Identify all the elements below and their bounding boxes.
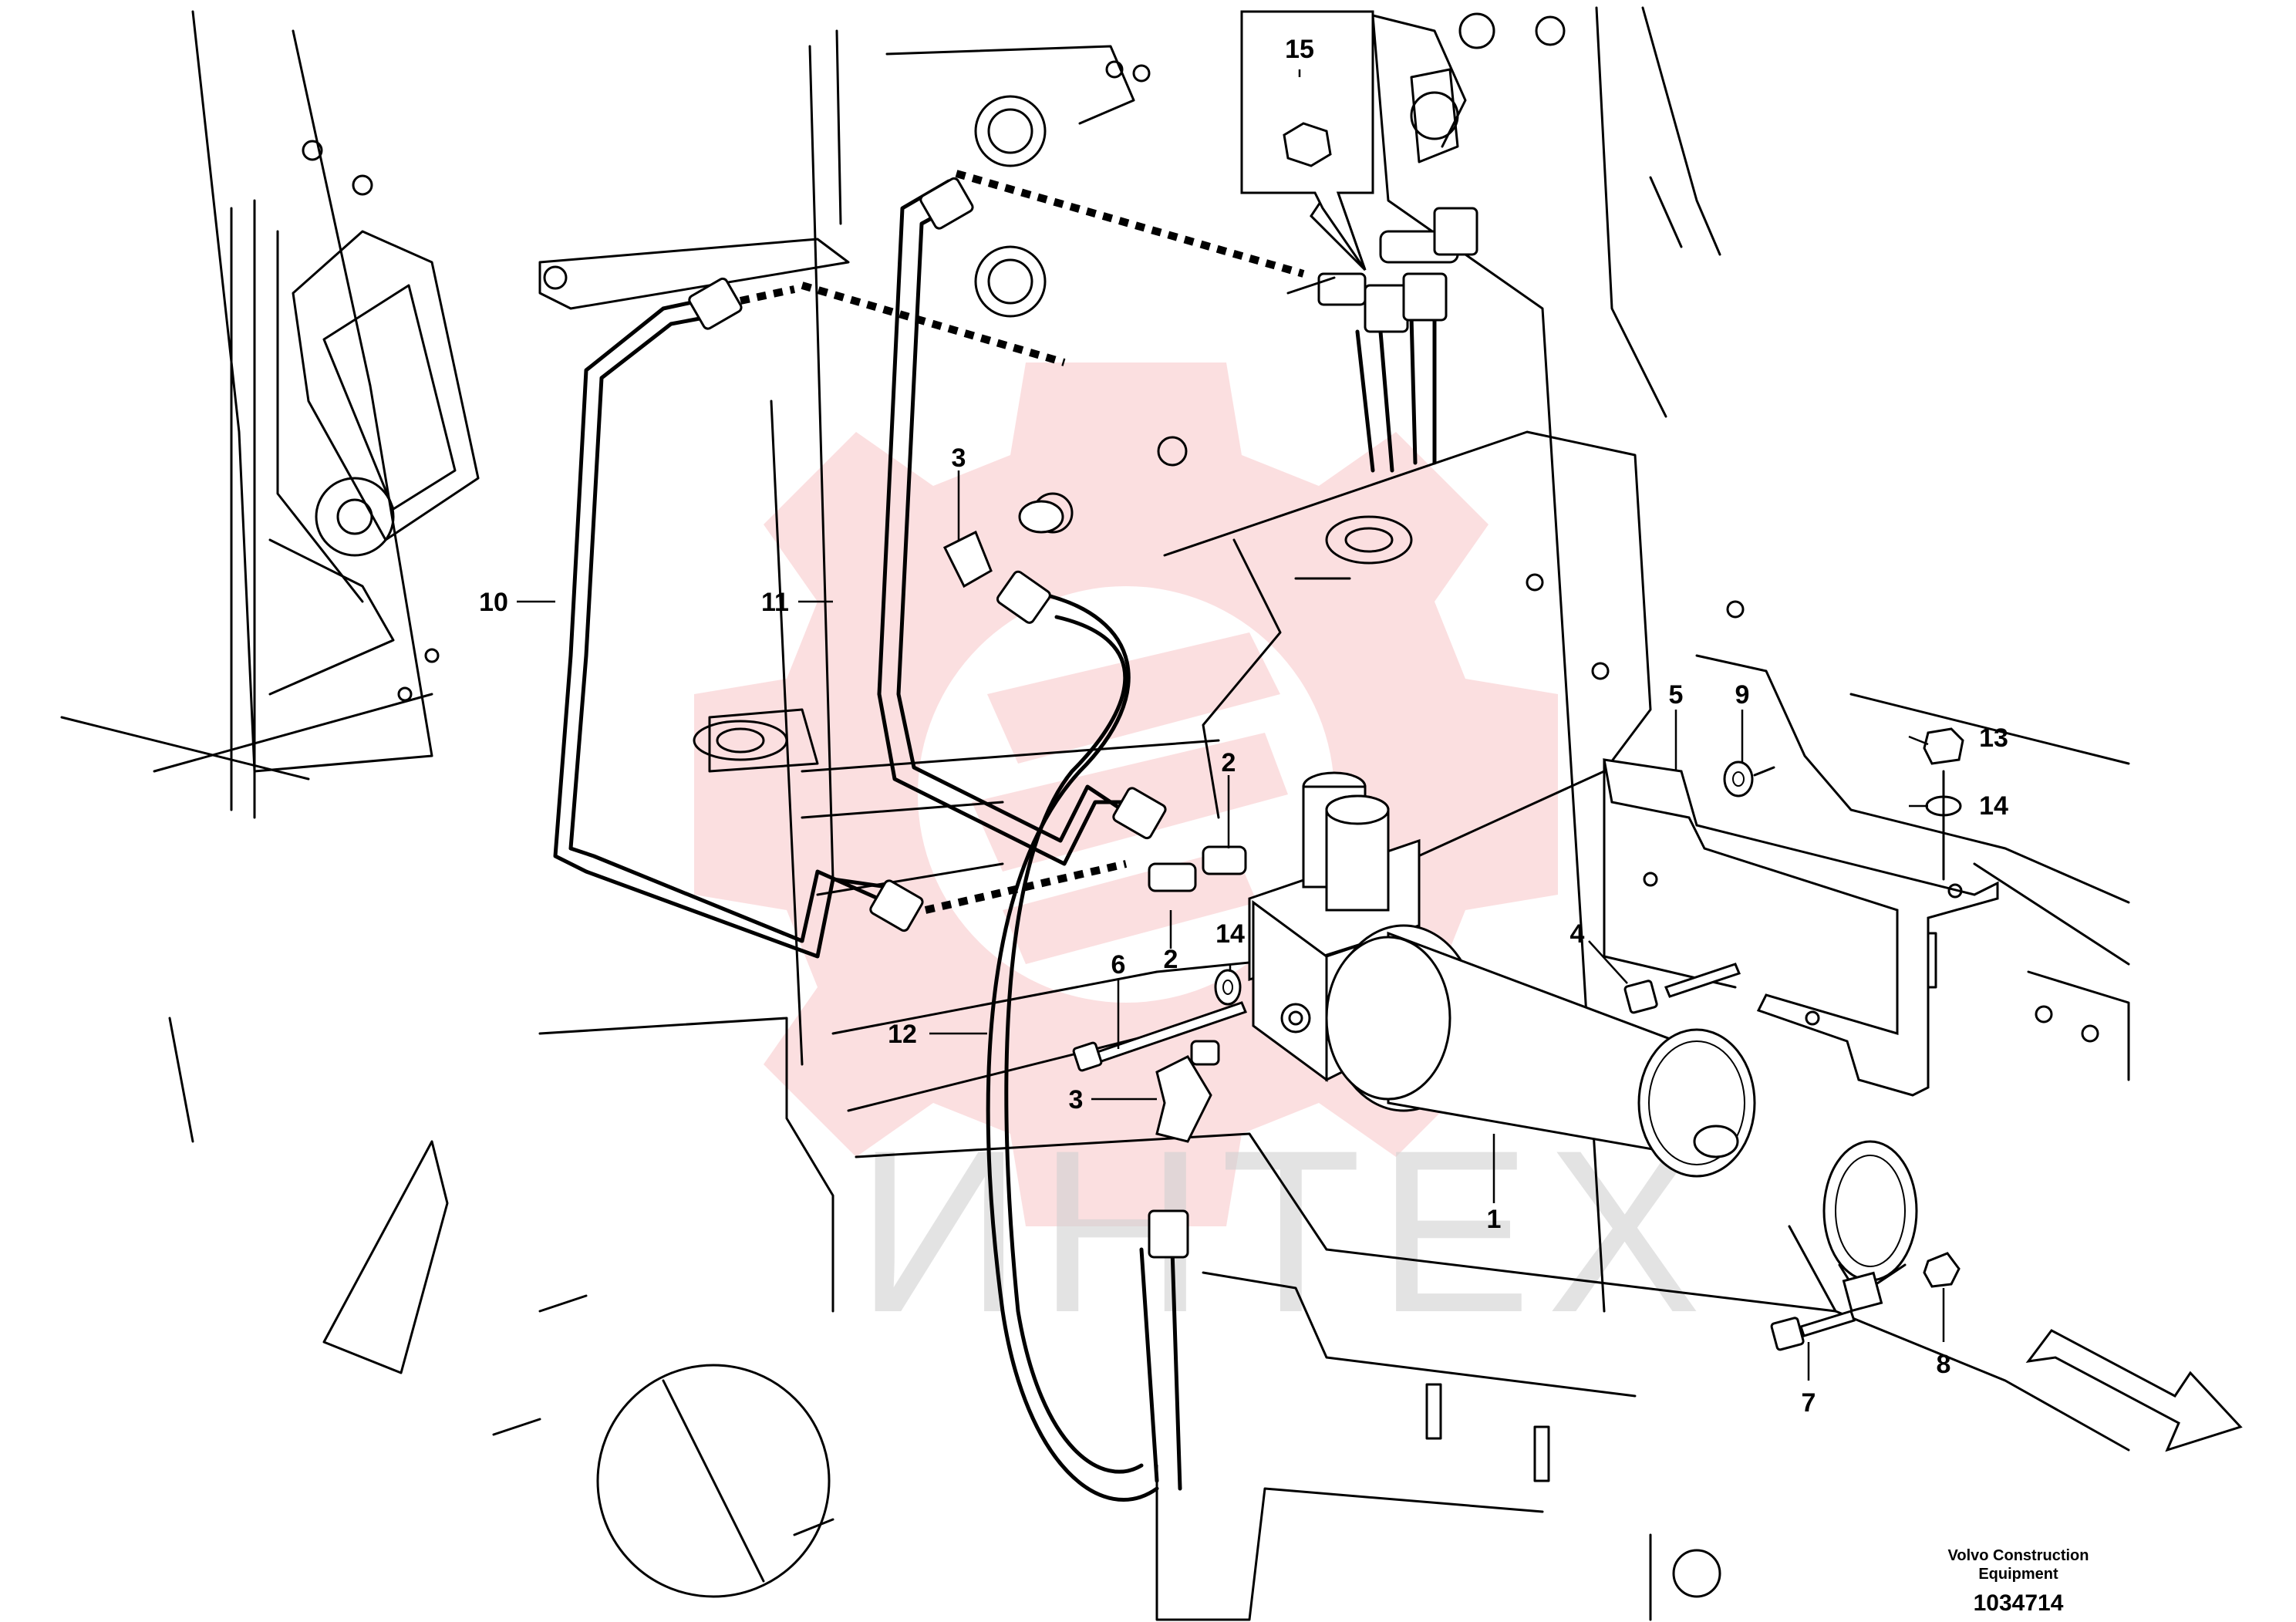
bracket-5 <box>1603 758 1999 1097</box>
callout-12: 12 <box>888 1020 917 1049</box>
direction-arrow <box>2025 1329 2243 1452</box>
footer: Volvo Construction Equipment 1034714 <box>1948 1547 2089 1616</box>
callout-14-right: 14 <box>1979 791 2008 821</box>
hose-top-right <box>1355 314 1437 473</box>
footer-drawing-number: 1034714 <box>1974 1590 2064 1616</box>
callout-15: 15 <box>1285 35 1314 64</box>
small-parts <box>942 500 1964 1351</box>
callout-13: 13 <box>1979 723 2008 753</box>
callout-7: 7 <box>1802 1388 1816 1418</box>
callout-2-lower: 2 <box>1164 945 1178 974</box>
callout-2-upper: 2 <box>1222 748 1236 777</box>
callout-11: 11 <box>761 588 789 617</box>
callout-1: 1 <box>1487 1205 1502 1234</box>
filter-assembly <box>1248 771 1756 1178</box>
callout-9: 9 <box>1735 680 1750 710</box>
callout-10: 10 <box>479 588 508 617</box>
hose-12 <box>986 592 1182 1502</box>
callout-4: 4 <box>1570 919 1585 949</box>
callout-6: 6 <box>1111 950 1126 980</box>
callout-3-upper: 3 <box>952 443 966 473</box>
callout-leaders <box>517 69 1945 1381</box>
footer-company-line2: Equipment <box>1978 1566 2058 1583</box>
watermark-text: ИНТЕХ <box>856 1101 1717 1361</box>
callout-box-15 <box>1240 10 1374 271</box>
pipe-10 <box>553 295 889 959</box>
callout-14-center: 14 <box>1215 919 1245 949</box>
fittings <box>688 177 1478 1259</box>
clamp <box>1822 1140 1918 1313</box>
callout-8: 8 <box>1937 1350 1951 1379</box>
footer-company-line1: Volvo Construction <box>1948 1547 2089 1564</box>
callout-3-lower: 3 <box>1069 1085 1084 1114</box>
pipe-11 <box>877 179 1136 866</box>
callout-labels: 15 3 10 11 2 5 9 13 14 2 14 6 4 12 3 1 7… <box>479 35 2008 1418</box>
callout-5: 5 <box>1669 680 1684 710</box>
